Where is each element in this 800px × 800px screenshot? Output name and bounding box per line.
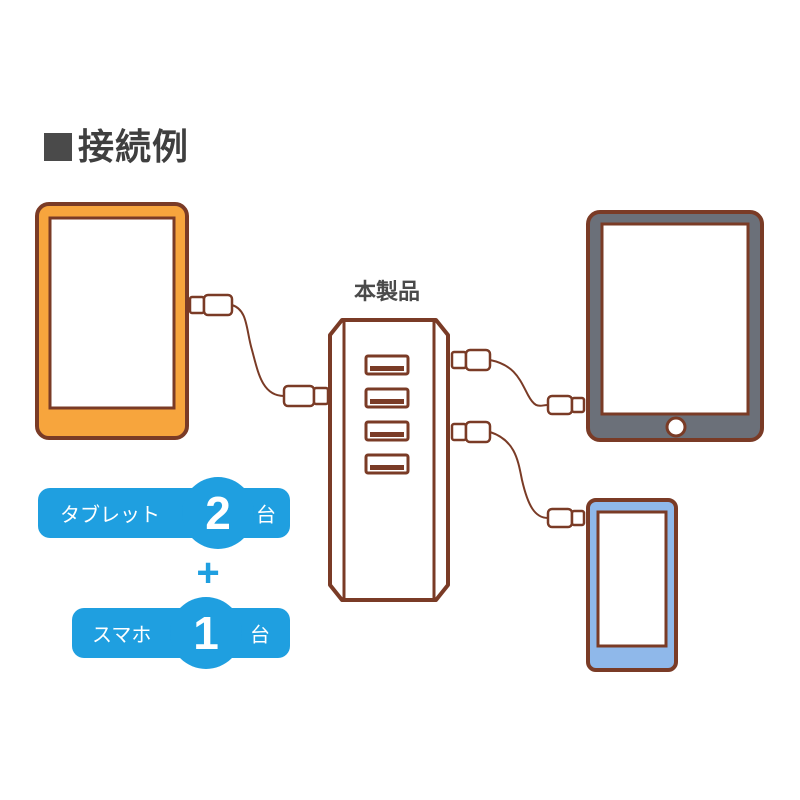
smartphone-icon (586, 498, 678, 672)
usb-plug-icon (450, 348, 492, 372)
smartphone-count-number: 1 (170, 597, 242, 669)
usb-plug-icon (546, 507, 586, 529)
tablet-count-pill: タブレット 2 台 (38, 477, 290, 549)
smartphone-count-pill: スマホ 1 台 (72, 597, 290, 669)
cable-left (231, 304, 285, 397)
cable-right-bottom (489, 431, 549, 519)
usb-plug-icon (450, 420, 492, 444)
charger-icon (328, 318, 450, 602)
tablet-count-number: 2 (182, 477, 254, 549)
home-button-icon (665, 416, 687, 438)
page-title: 接続例 (44, 118, 189, 170)
tablet-gray-icon (586, 210, 764, 442)
tablet-orange-icon (35, 202, 189, 440)
square-bullet-icon (44, 133, 72, 161)
smartphone-count-unit: 台 (250, 622, 270, 647)
cable-right-top (489, 359, 549, 407)
usb-plug-icon (188, 293, 234, 317)
tablet-count-unit: 台 (256, 502, 276, 527)
plus-sign: + (196, 551, 220, 595)
smartphone-count-label: スマホ (92, 622, 152, 647)
usb-plug-icon (546, 394, 586, 416)
product-label: 本製品 (353, 280, 420, 305)
tablet-count-label: タブレット (60, 502, 160, 527)
usb-plug-icon (282, 384, 330, 408)
page-title-text: 接続例 (78, 127, 190, 168)
